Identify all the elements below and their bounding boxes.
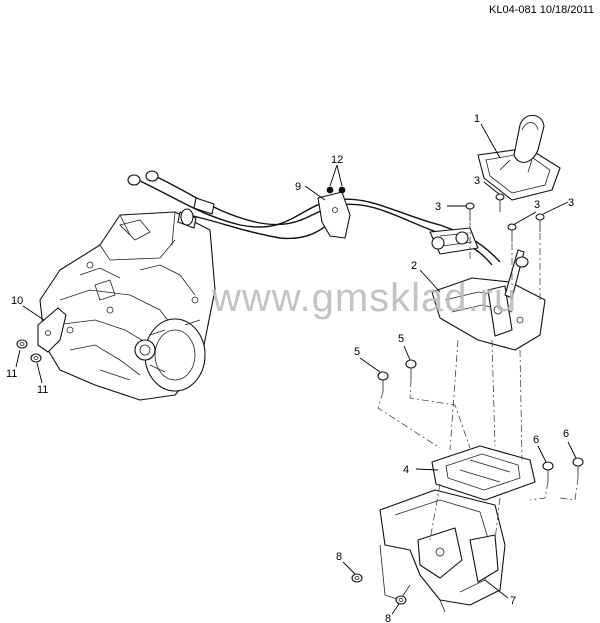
nut-11-left	[16, 339, 28, 349]
callout-7: 7	[510, 595, 516, 607]
cable-end-fittings	[429, 227, 479, 255]
callout-5-b: 5	[398, 333, 404, 345]
watermark-text: www.gmsklad.ru	[212, 276, 518, 320]
bolt-6-b	[572, 457, 584, 478]
callout-9: 9	[295, 181, 301, 193]
callout-3-b: 3	[435, 201, 441, 213]
callout-3-a: 3	[474, 175, 480, 187]
clip-12-b	[338, 186, 346, 194]
bolt-3-c	[507, 223, 517, 242]
transmission-assembly	[39, 211, 216, 401]
bolt-6-a	[542, 461, 554, 482]
shifter-housing-2	[431, 249, 546, 351]
shift-knob-boot-1	[477, 114, 561, 201]
support-bracket-7	[379, 489, 506, 613]
callout-4: 4	[403, 464, 409, 476]
callout-11-a: 11	[6, 368, 17, 380]
bolt-5-b	[405, 359, 417, 380]
bolt-3-d	[535, 213, 545, 232]
bolt-3-a	[495, 193, 505, 212]
callout-8-a: 8	[336, 551, 342, 563]
bolt-3-b	[465, 202, 475, 221]
diagram-code: KL04-081 10/18/2011	[489, 4, 594, 16]
callout-2: 2	[411, 260, 417, 272]
nut-8-upper	[351, 573, 363, 583]
callout-5-a: 5	[354, 346, 360, 358]
nut-11-right	[30, 353, 42, 363]
base-plate-4	[431, 445, 536, 501]
alignment-lines	[377, 222, 579, 541]
leader-lines	[15, 123, 577, 615]
callout-6-a: 6	[533, 434, 539, 446]
callout-10: 10	[11, 295, 23, 307]
callout-11-b: 11	[37, 384, 48, 396]
callout-8-b: 8	[385, 613, 391, 623]
callout-3-c: 3	[534, 199, 540, 211]
callout-1: 1	[474, 113, 480, 125]
callout-12: 12	[331, 154, 343, 166]
nut-8-lower	[395, 595, 407, 605]
bolt-5-a	[377, 371, 389, 392]
bracket-10	[37, 307, 67, 353]
callout-6-b: 6	[563, 428, 569, 440]
callout-3-d: 3	[568, 197, 574, 209]
clip-12-a	[326, 186, 334, 194]
